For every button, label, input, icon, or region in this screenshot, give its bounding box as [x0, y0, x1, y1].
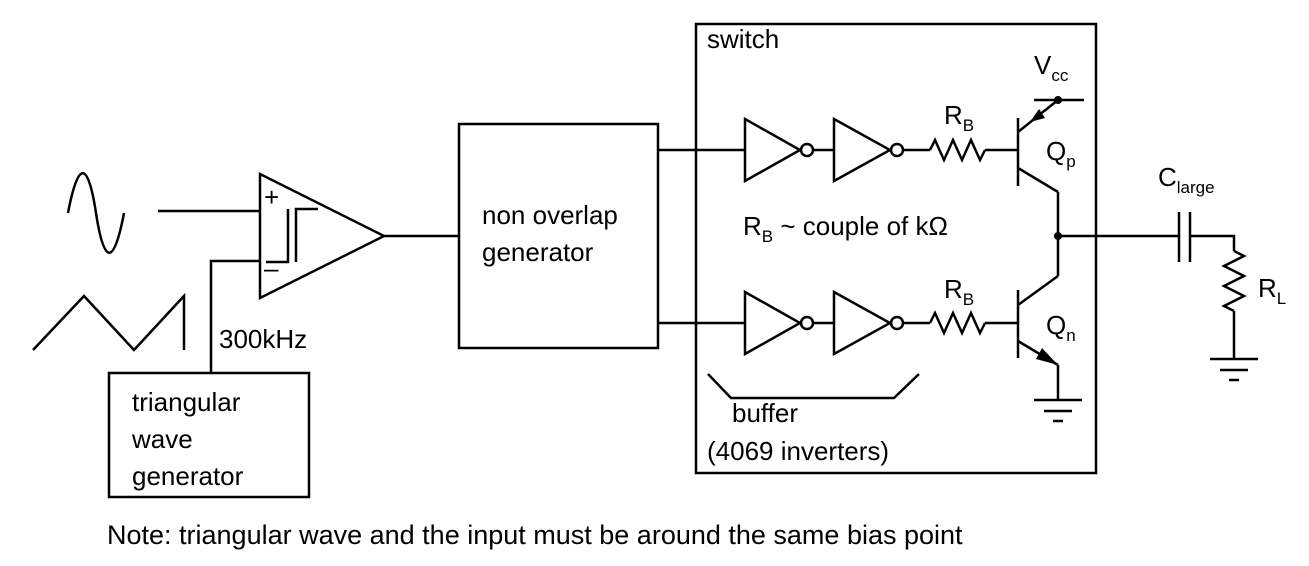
rb-note: RB ~ couple of kΩ: [743, 211, 948, 246]
vcc-node: [1054, 96, 1062, 104]
sine-wave-symbol: [66, 172, 126, 254]
comparator-plus-sign: +: [264, 182, 279, 212]
switch-label: switch: [707, 24, 779, 54]
comparator-hysteresis-symbol: [266, 209, 290, 264]
qp-label: Qp: [1046, 136, 1076, 171]
qn-collector: [1017, 274, 1059, 307]
triangle-wire: [209, 259, 260, 373]
buffer-label-1: buffer: [732, 398, 798, 428]
qn-label: Qn: [1046, 310, 1076, 345]
qn-emitter-arrow: [1036, 348, 1058, 365]
qp-collector: [1017, 166, 1059, 194]
inverter-bottom-2-bubble: [889, 315, 905, 331]
triangular-label-2: wave: [131, 424, 193, 454]
buffer-label-2: (4069 inverters): [707, 436, 889, 466]
inverter-bottom-1: [743, 289, 803, 357]
rl-wire: [1190, 234, 1236, 251]
triangular-wave-generator-box: [107, 371, 311, 499]
triangular-label-3: generator: [132, 461, 244, 491]
comparator-minus-sign: –: [264, 253, 279, 283]
frequency-label: 300kHz: [219, 324, 307, 354]
buffer-bracket: [707, 373, 920, 400]
qp-emitter-arrow: [1030, 109, 1045, 122]
inverter-bottom-1-bubble: [799, 315, 815, 331]
footnote: Note: triangular wave and the input must…: [107, 520, 963, 550]
comparator-hysteresis-symbol-2: [294, 207, 318, 262]
vcc-label: Vcc: [1034, 50, 1069, 85]
triangular-label-1: triangular: [132, 387, 241, 417]
inverter-top-2: [832, 116, 893, 184]
non-overlap-label-2: generator: [482, 237, 594, 267]
rb-top-resistor: [928, 136, 987, 164]
rl-resistor: [1221, 249, 1247, 313]
non-overlap-generator-box: [457, 122, 660, 350]
switch-box: [694, 22, 1098, 475]
inverter-top-1: [743, 116, 803, 184]
rb-top-label: RB: [944, 100, 974, 135]
rb-bottom-label: RB: [944, 274, 974, 309]
rl-label: RL: [1258, 273, 1286, 308]
triangle-wave-symbol: [32, 292, 186, 352]
clarge-label: Clarge: [1158, 162, 1215, 197]
circuit-diagram: + – triangular wave generator 300kHz non…: [32, 22, 1286, 499]
non-overlap-label-1: non overlap: [482, 200, 618, 230]
inverter-top-2-bubble: [889, 142, 905, 158]
comparator: [258, 171, 387, 301]
rb-bottom-resistor: [928, 309, 987, 337]
inverter-bottom-2: [832, 289, 893, 357]
inverter-top-1-bubble: [799, 142, 815, 158]
